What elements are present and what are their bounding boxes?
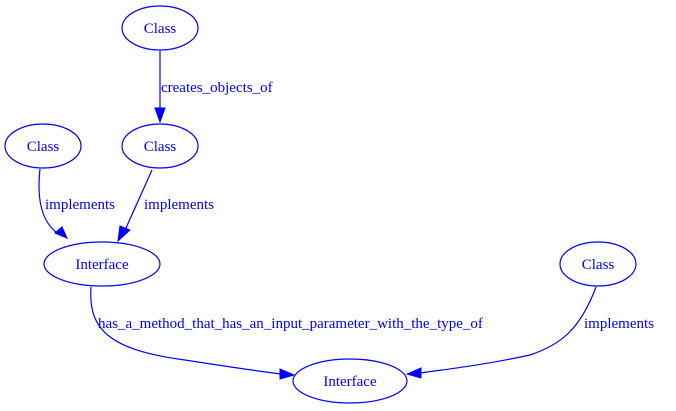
arrowhead [154,107,166,124]
edge-line [90,286,282,375]
edge-implements-left: implements [38,168,115,239]
node-shape [559,241,637,287]
arrowhead [54,226,68,239]
edge-line [125,169,153,229]
edge-label: implements [584,316,654,332]
edge-label: has_a_method_that_has_an_input_parameter… [98,316,483,332]
edge-label: implements [144,197,214,213]
arrowhead [405,367,422,379]
node-shape [43,241,161,287]
edge-label: creates_objects_of [161,80,273,96]
node-label: Class [144,21,177,37]
node-class-top: Class [121,5,199,51]
node-label: Class [27,139,60,155]
node-shape [121,5,199,51]
edge-label: implements [45,197,115,213]
node-label: Interface [75,257,129,273]
node-shape [292,358,408,404]
node-interface-bottom: Interface [292,358,408,404]
node-class-right: Class [559,241,637,287]
node-class-left: Class [4,123,82,169]
node-shape [121,123,199,169]
node-label: Class [144,139,177,155]
edge-implements-right: implements [405,286,654,379]
edge-implements-middle: implements [117,169,214,243]
edge-has-method-with-input-parameter-type: has_a_method_that_has_an_input_parameter… [90,286,483,380]
node-label: Class [582,257,615,273]
node-class-middle: Class [121,123,199,169]
node-shape [4,123,82,169]
edge-line [419,286,597,374]
node-interface-left: Interface [43,241,161,287]
arrowhead [117,225,131,243]
arrowhead [279,368,296,380]
edge-creates-objects-of: creates_objects_of [154,51,273,124]
node-label: Interface [323,374,377,390]
